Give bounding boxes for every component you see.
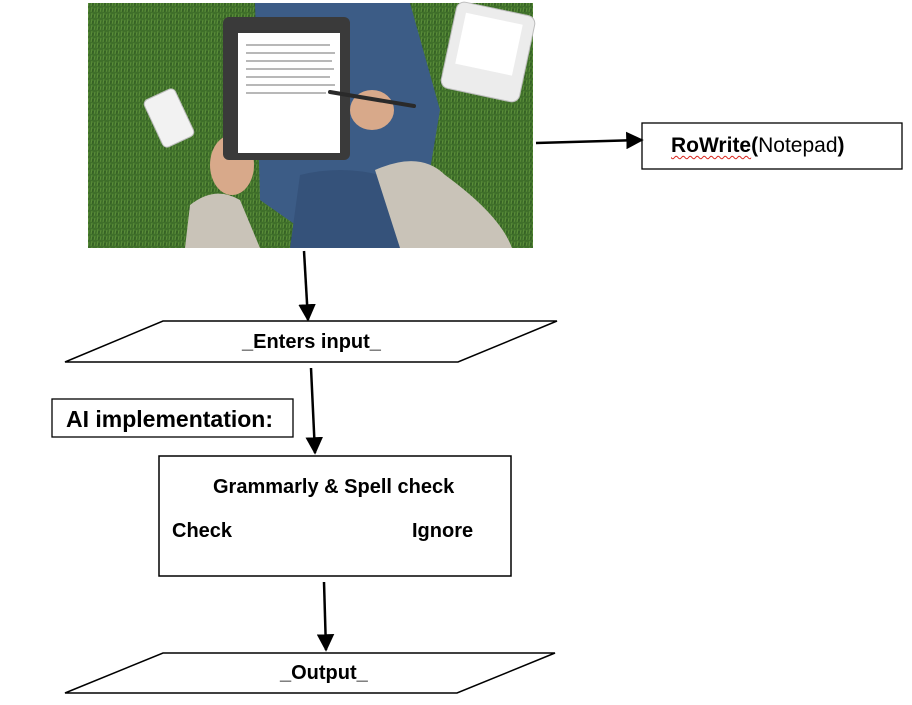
output-parallelogram <box>64 652 556 694</box>
ai-heading-box <box>51 398 294 438</box>
open-paren: ( <box>751 134 759 157</box>
arrow-input-to-check <box>305 367 323 455</box>
input-step-label: _Enters input_ <box>242 331 381 353</box>
arrow-photo-to-input <box>298 250 316 322</box>
check-box-title: Grammarly & Spell check <box>213 476 455 498</box>
output-step-label: _Output_ <box>280 662 368 684</box>
close-paren: ) <box>837 134 845 157</box>
check-option: Check <box>172 520 233 542</box>
app-name: RoWrite <box>671 134 752 157</box>
arrow-check-to-output <box>316 581 335 652</box>
notepad-label: RoWrite(Notepad) <box>671 134 845 158</box>
ai-heading: AI implementation: <box>66 406 274 432</box>
check-box <box>158 455 512 577</box>
arrow-photo-to-notepad <box>535 131 644 150</box>
tablet-writing-photo <box>88 1 536 248</box>
ignore-option: Ignore <box>412 520 474 542</box>
notepad-detail: Notepad <box>758 134 838 157</box>
notepad-box <box>641 122 903 170</box>
input-parallelogram <box>64 320 558 363</box>
